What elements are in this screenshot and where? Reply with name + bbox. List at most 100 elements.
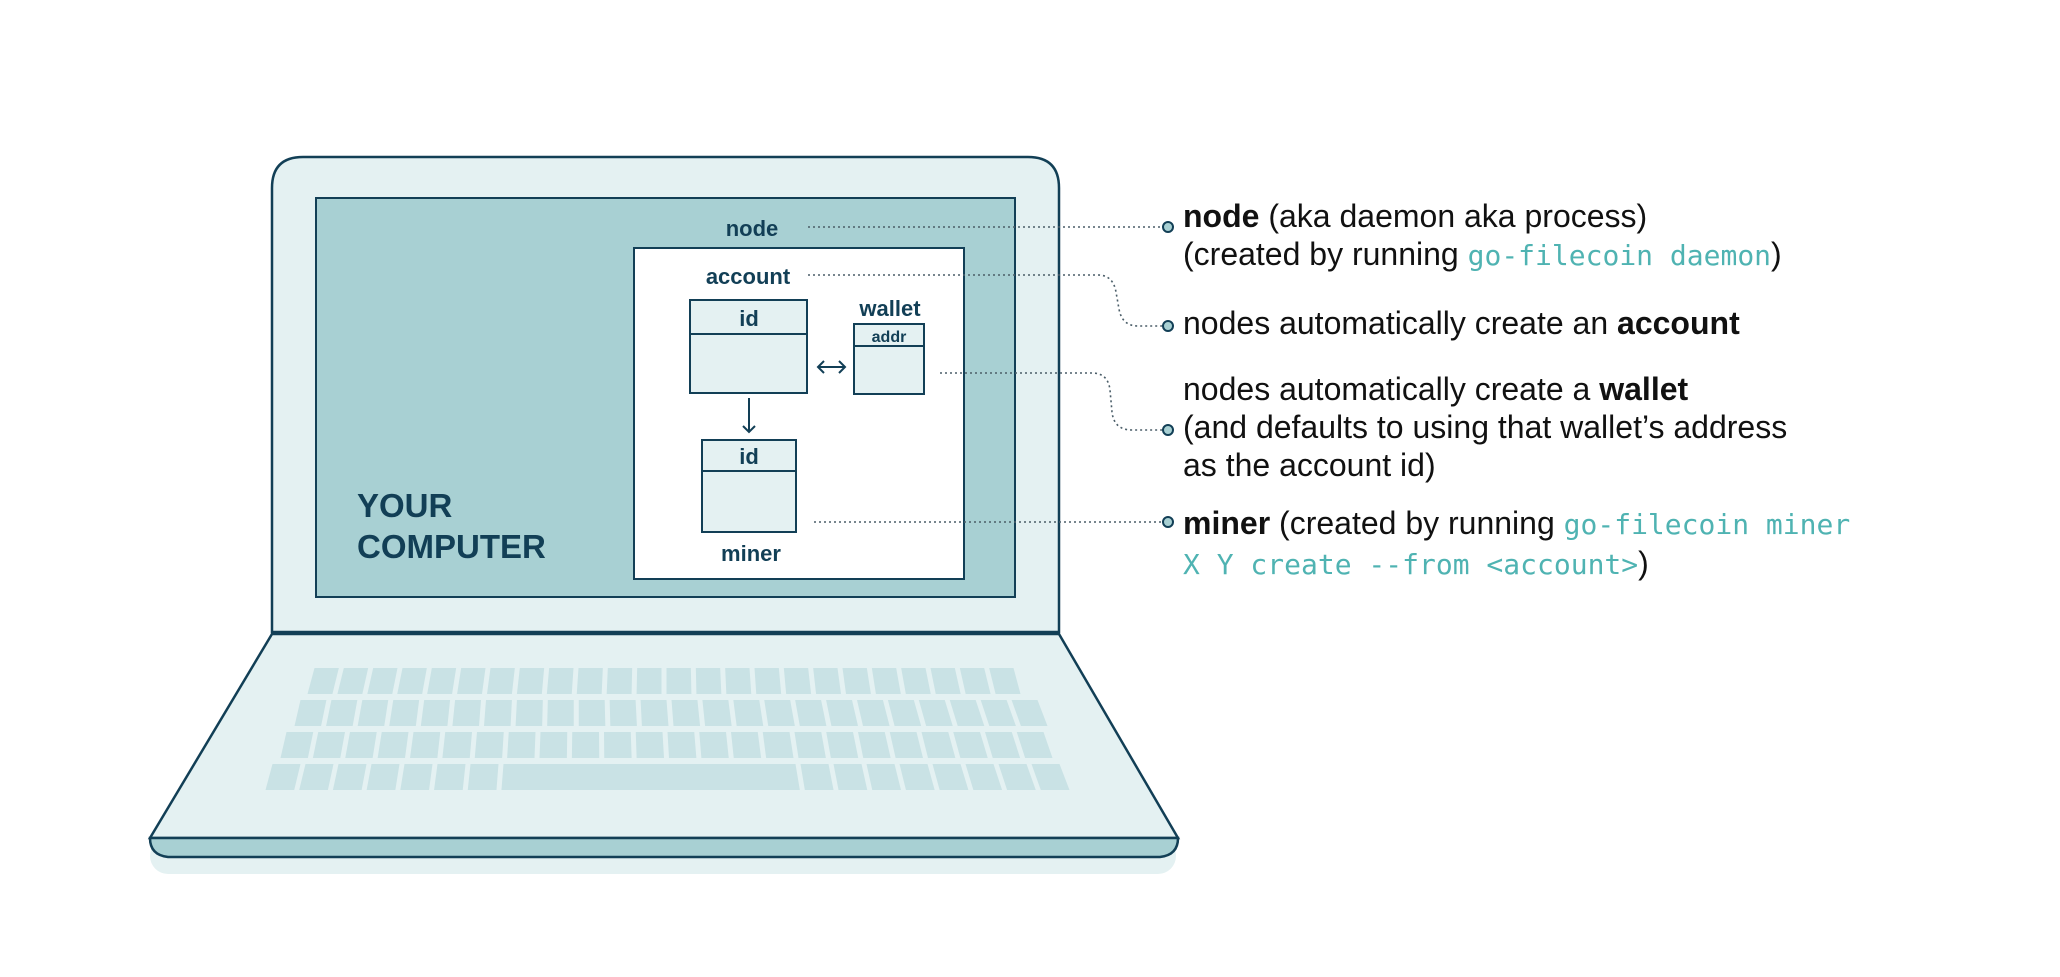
keyboard-key [609, 700, 637, 726]
callout-node-line2: (created by running go-filecoin daemon) [1183, 236, 1782, 272]
keyboard-key [733, 700, 764, 726]
keyboard-key [932, 764, 969, 790]
keyboard-key [280, 732, 314, 758]
your-computer-label-line1: YOUR [357, 487, 453, 524]
callout-miner: miner (created by running go-filecoin mi… [1183, 504, 1850, 584]
keyboard-key [389, 700, 420, 726]
keyboard-key [857, 700, 890, 726]
keyboard-key [783, 668, 812, 694]
keyboard-key [671, 700, 701, 726]
wallet-label: wallet [858, 296, 921, 321]
keyboard-key [515, 700, 543, 726]
keyboard-key [918, 700, 953, 726]
keyboard-key [667, 732, 697, 758]
keyboard-key [307, 668, 339, 694]
keyboard-key [764, 700, 795, 726]
keyboard-key [377, 732, 409, 758]
endpoint-dot-node [1162, 221, 1174, 233]
keyboard-key [397, 668, 427, 694]
keyboard-key [949, 700, 985, 726]
laptop-base-edge [148, 836, 1180, 859]
keyboard-key [635, 732, 664, 758]
keyboard-key [666, 668, 692, 694]
keyboard-key [901, 668, 931, 694]
keyboard-key [474, 732, 504, 758]
leader-endpoints [1162, 221, 1174, 528]
keyboard-key [702, 700, 732, 726]
keyboard-key [826, 732, 859, 758]
callout-wallet: nodes automatically create a wallet (and… [1183, 370, 1787, 484]
keyboard-key [326, 700, 358, 726]
your-computer-label-line2: COMPUTER [357, 528, 546, 565]
callout-wallet-line3: as the account id) [1183, 447, 1436, 483]
keyboard-key [889, 732, 923, 758]
keyboard-key [953, 732, 988, 758]
keyboard-key [467, 764, 499, 790]
keyboard-key [434, 764, 466, 790]
callout-node: node (aka daemon aka process) (created b… [1183, 197, 1782, 275]
keyboard-key [833, 764, 868, 790]
keyboard-key [484, 700, 512, 726]
keyboard-key [731, 732, 762, 758]
node-label: node [726, 216, 779, 241]
keyboard-key [985, 732, 1021, 758]
keyboard-key [442, 732, 472, 758]
endpoint-dot-wallet [1162, 424, 1174, 436]
keyboard-key [699, 732, 729, 758]
keyboard-key [312, 732, 345, 758]
callout-account-line1: nodes automatically create an account [1183, 305, 1740, 341]
callout-wallet-line1: nodes automatically create a wallet [1183, 371, 1689, 407]
keyboard-key [400, 764, 433, 790]
keyboard-key [410, 732, 441, 758]
keyboard-key [452, 700, 481, 726]
keyboard-key [800, 764, 834, 790]
wallet-addr-label: addr [872, 329, 907, 346]
keyboard-key [826, 700, 858, 726]
endpoint-dot-account [1162, 320, 1174, 332]
keyboard-key [754, 668, 782, 694]
keyboard-key [604, 732, 632, 758]
wallet-addr-box [853, 323, 925, 395]
keyboard-key [636, 668, 662, 694]
keyboard-key [539, 732, 568, 758]
miner-label: miner [721, 541, 781, 566]
keyboard [265, 668, 1070, 790]
callout-node-line1: node (aka daemon aka process) [1183, 198, 1648, 234]
callout-miner-line2: X Y create --from <account>) [1183, 545, 1649, 581]
keyboard-key [547, 700, 574, 726]
account-id-box [689, 299, 808, 394]
callout-miner-line1: miner (created by running go-filecoin mi… [1183, 505, 1851, 541]
keyboard-key [998, 764, 1036, 790]
leader-line-wallet [940, 372, 1162, 431]
keyboard-key [299, 764, 334, 790]
keyboard-key [959, 668, 991, 694]
keyboard-key [762, 732, 794, 758]
keyboard-key [842, 668, 871, 694]
keyboard-key [576, 668, 603, 694]
account-label: account [706, 264, 791, 289]
keyboard-key [1016, 732, 1053, 758]
keyboard-key [866, 764, 901, 790]
keyboard-key [871, 668, 901, 694]
keyboard-key [337, 668, 369, 694]
keyboard-key [487, 668, 515, 694]
keyboard-key [516, 668, 545, 694]
keyboard-key [366, 764, 400, 790]
callout-account: nodes automatically create an account [1183, 304, 1740, 342]
miner-id-label: id [739, 444, 759, 469]
keyboard-key [989, 668, 1021, 694]
endpoint-dot-miner [1162, 516, 1174, 528]
keyboard-key [1011, 700, 1048, 726]
keyboard-key [606, 668, 633, 694]
keyboard-key [345, 732, 377, 758]
keyboard-key [546, 668, 574, 694]
keyboard-key [858, 732, 891, 758]
keyboard-key [725, 668, 752, 694]
leader-lines [808, 226, 1162, 523]
keyboard-key [332, 764, 367, 790]
keyboard-key [367, 668, 398, 694]
code-go-filecoin-miner: go-filecoin miner [1563, 508, 1851, 541]
keyboard-key [795, 700, 827, 726]
